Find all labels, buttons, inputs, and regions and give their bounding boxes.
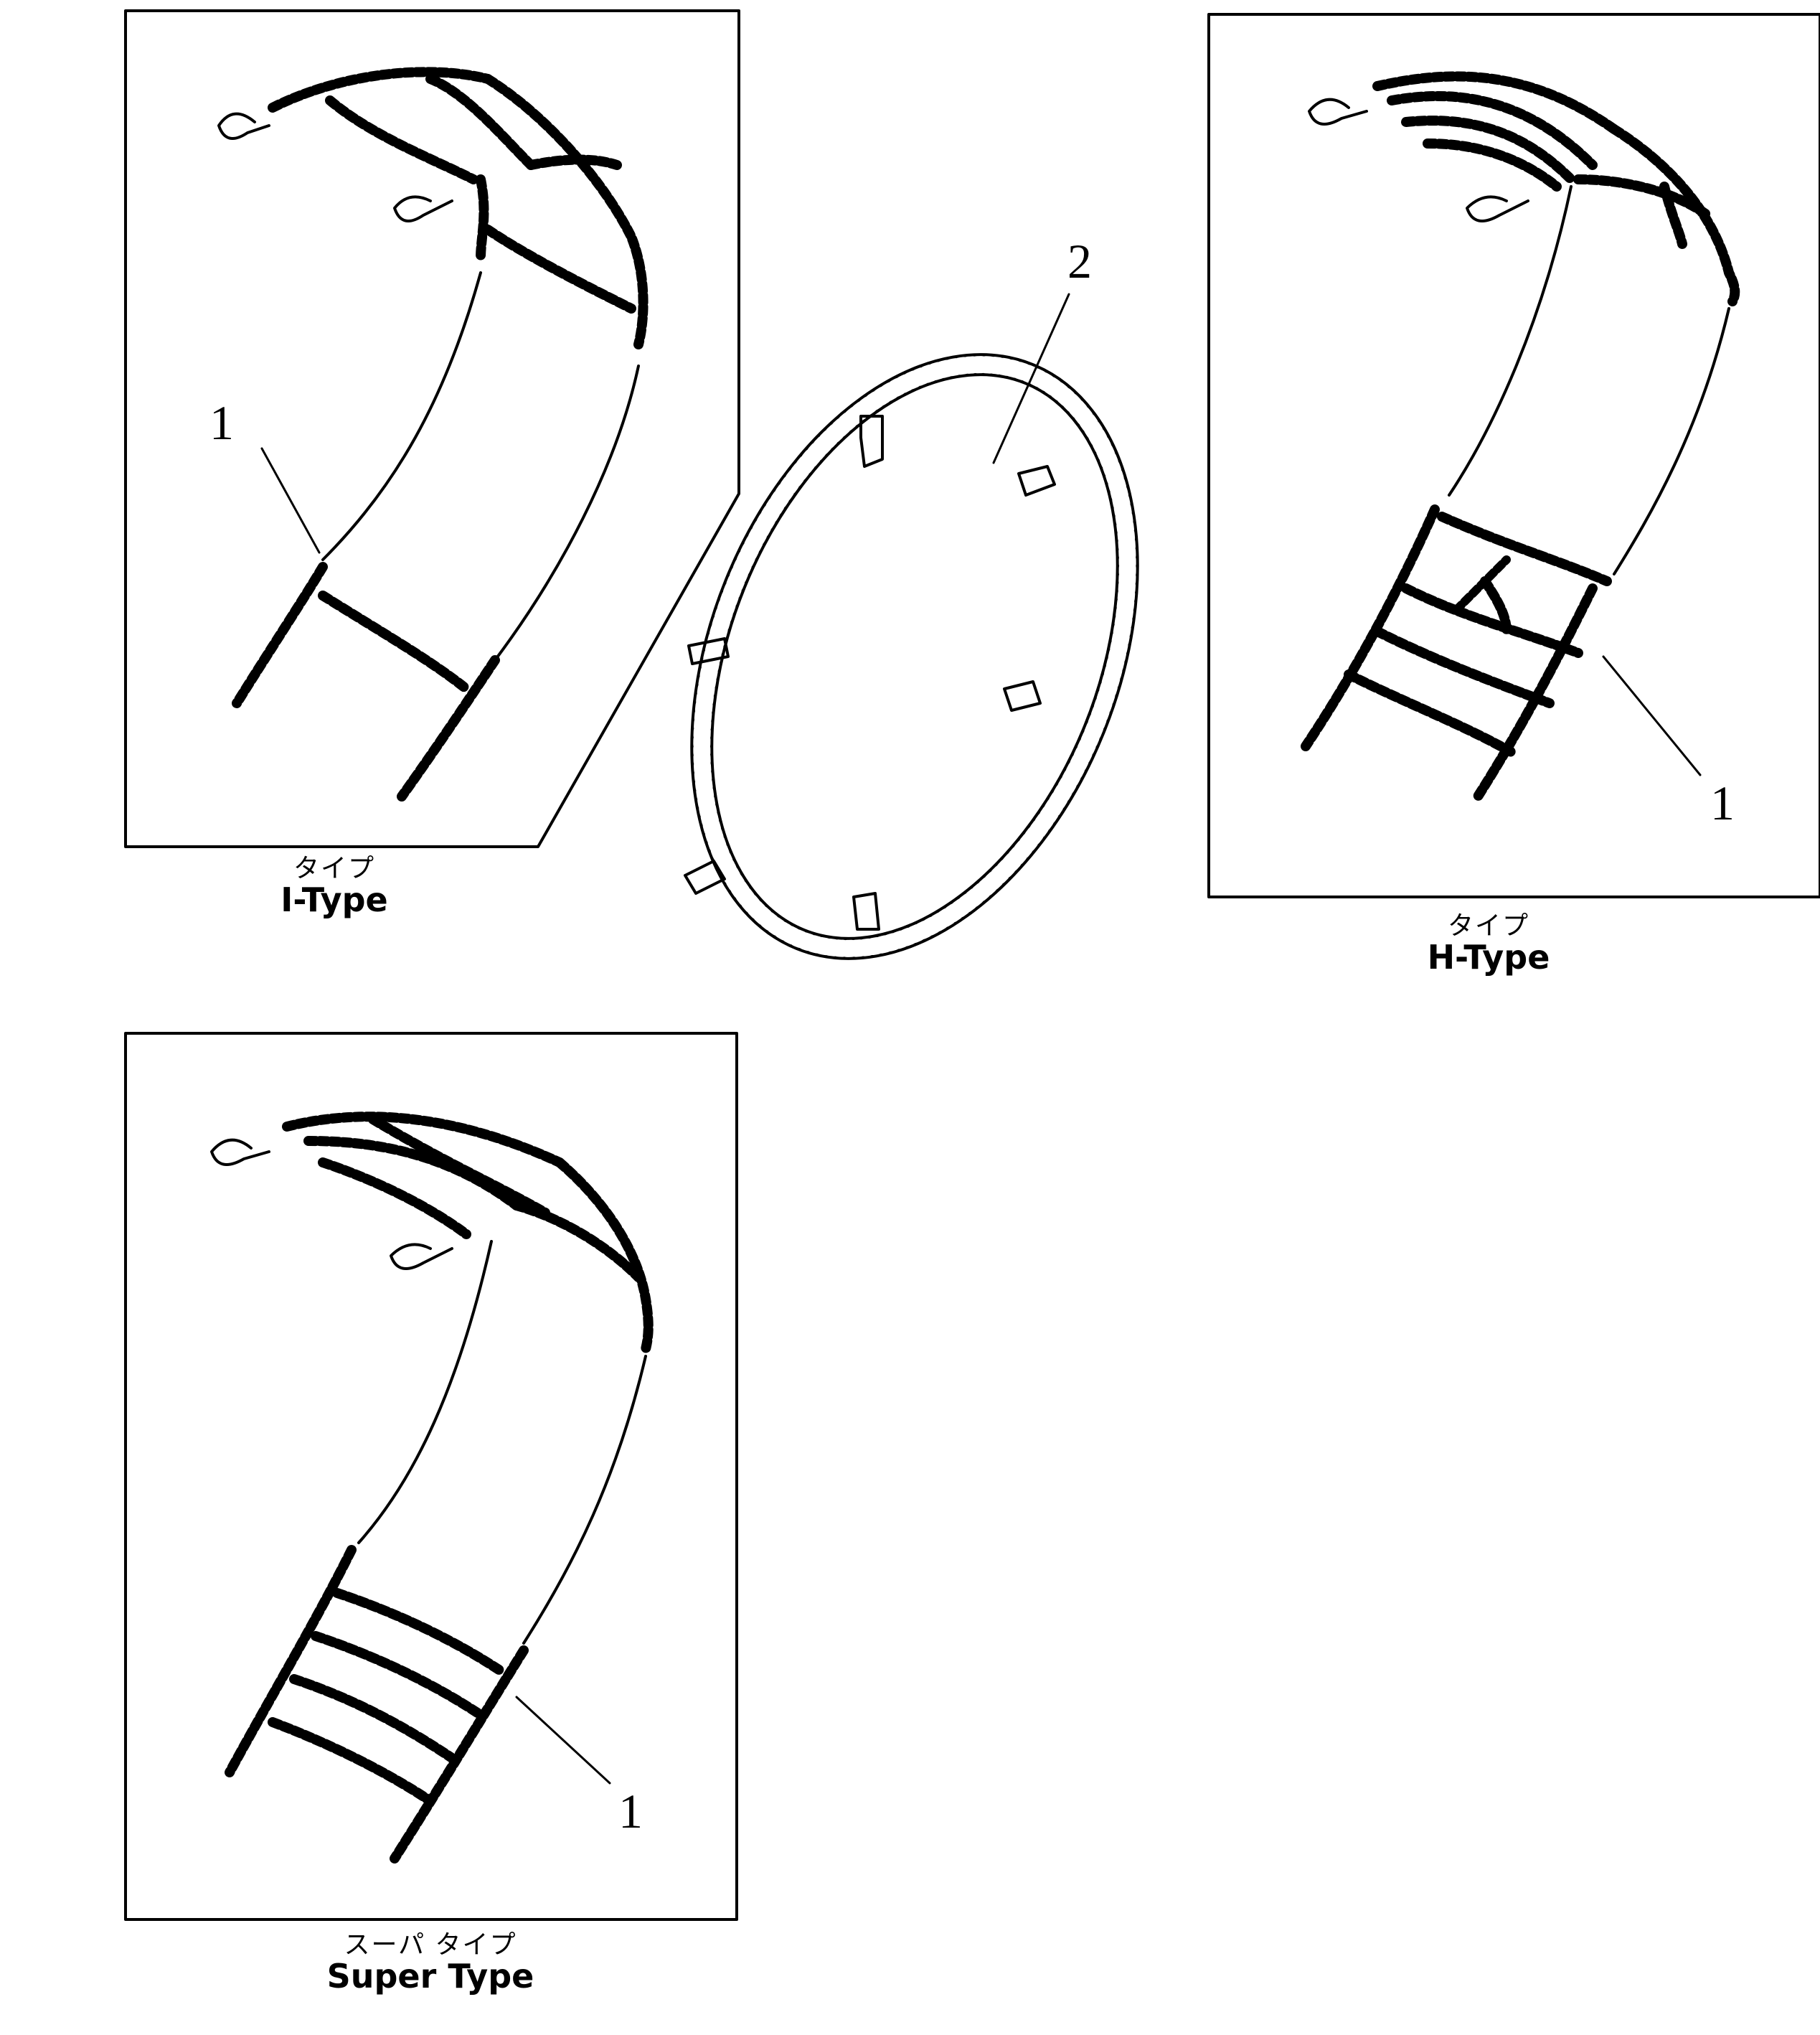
super-type-callout: 1 (618, 1784, 643, 1838)
i-type-caption-jp: タイプ (293, 854, 375, 883)
chain-link-strand (1344, 669, 1519, 758)
hook-icon (217, 112, 270, 140)
chain-link-strand (476, 174, 489, 263)
super-type-chain (210, 1112, 654, 1864)
chain-link-strand (483, 74, 649, 349)
tensioner-leader-line (992, 293, 1070, 464)
chain-link-strand (390, 1645, 529, 1864)
h-type-panel (1207, 13, 1820, 898)
chain-link-strand (311, 1631, 486, 1720)
super-type-frame (124, 1032, 738, 1921)
chain-link-strand (225, 1545, 357, 1777)
hook-icon (1466, 195, 1529, 222)
h-type-caption: タイプ H-Type (1273, 913, 1704, 974)
chain-link-strand (1301, 504, 1440, 751)
chain-link-strand (282, 1112, 565, 1167)
clip-icon (687, 637, 730, 665)
hook-icon (210, 1138, 270, 1166)
chain-link-strand (325, 95, 478, 184)
i-type-callout: 1 (209, 395, 234, 450)
clip-icon (684, 860, 726, 895)
i-type-chain (217, 67, 649, 802)
chain-link-strand (511, 1200, 643, 1282)
clip-icon (859, 415, 884, 468)
chain-link-strand (1573, 174, 1712, 220)
tensioner-callout: 2 (1067, 234, 1092, 288)
hook-icon (1308, 98, 1368, 126)
super-type-caption-jp: スーパ タイプ (344, 1930, 517, 1960)
h-type-caption-jp: タイプ (1447, 911, 1529, 941)
hook-icon (390, 1243, 453, 1270)
super-type-caption: スーパ タイプ Super Type (215, 1932, 646, 1993)
chain-link-strand (368, 1114, 550, 1218)
chain-tensioner-ring (684, 293, 1139, 960)
i-type-leader-line (260, 447, 321, 554)
chain-link-strand (289, 1674, 457, 1763)
h-type-chain (1301, 71, 1740, 802)
h-type-caption-en: H-Type (1427, 937, 1550, 977)
chain-link-strand (1473, 583, 1598, 802)
chain-link-strand (1423, 138, 1562, 192)
chain-link-strand (1401, 583, 1583, 658)
chain-link-strand (555, 1157, 654, 1354)
chain-link-strand (397, 655, 500, 802)
clip-icon (1017, 465, 1056, 497)
chain-link-strand (1401, 116, 1576, 184)
chain-link-strand (1437, 512, 1612, 586)
i-type-caption: タイプ I-Type (119, 855, 550, 917)
h-type-frame (1207, 13, 1820, 898)
super-type-caption-en: Super Type (326, 1956, 534, 1996)
chain-link-strand (1387, 91, 1598, 170)
super-type-panel (124, 1032, 738, 1921)
i-type-frame (124, 9, 740, 848)
i-type-caption-en: I-Type (280, 880, 388, 919)
chain-link-strand (232, 562, 328, 708)
chain-link-strand (526, 154, 622, 170)
chain-link-strand (318, 591, 471, 694)
chain-link-strand (1372, 71, 1619, 134)
i-type-panel (124, 9, 740, 848)
chain-link-strand (1480, 576, 1512, 636)
super-type-leader-line (515, 1696, 611, 1785)
clip-icon (852, 892, 880, 931)
h-type-callout: 1 (1710, 776, 1735, 830)
chain-link-strand (268, 1717, 435, 1806)
chain-link-strand (425, 74, 536, 170)
chain-link-strand (1659, 182, 1687, 249)
chain-link-strand (1452, 555, 1511, 614)
chain-link-strand (332, 1588, 507, 1677)
chain-link-strand (318, 1157, 471, 1239)
chain-link-strand (268, 67, 493, 113)
chain-link-strand (1372, 626, 1555, 708)
chain-link-strand (483, 225, 636, 314)
chain-link-strand (1609, 124, 1740, 306)
h-type-leader-line (1602, 655, 1702, 776)
clip-icon (1003, 680, 1042, 712)
hook-icon (393, 195, 453, 222)
